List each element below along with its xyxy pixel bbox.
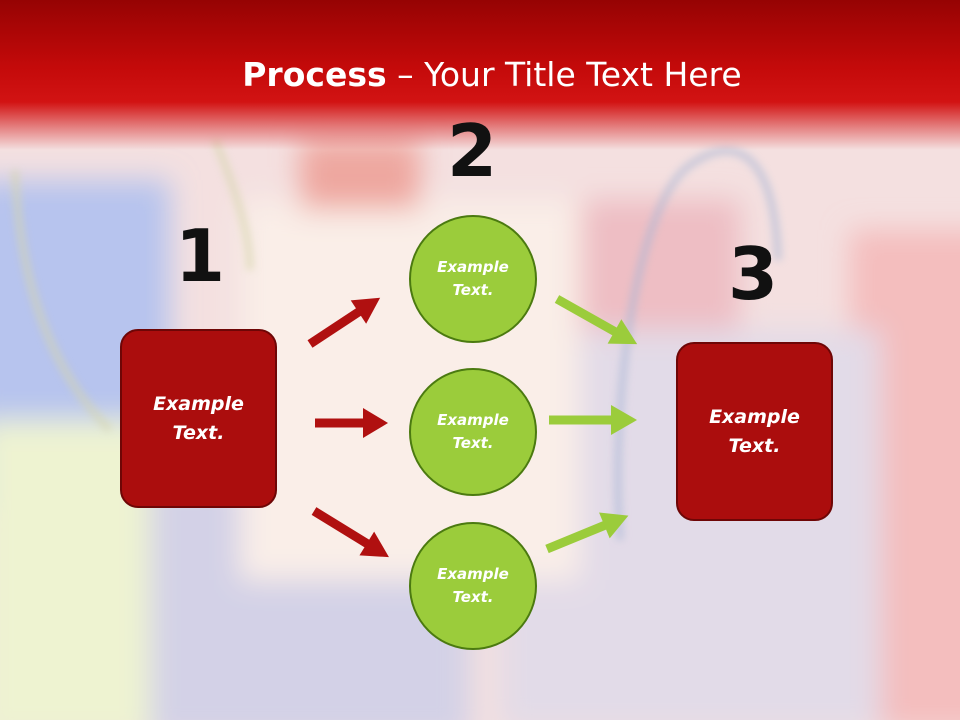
step-1-text-line2: Text. — [172, 421, 225, 444]
green-arrow-up-right-icon — [545, 512, 629, 554]
circle-middle-line2: Text. — [452, 434, 494, 452]
step-3-text-line1: Example — [709, 405, 800, 428]
circle-middle-line1: Example — [437, 411, 509, 429]
step-number-3: 3 — [727, 232, 779, 316]
red-arrow-right-icon — [315, 408, 388, 438]
step-3-text-line2: Text. — [728, 434, 781, 457]
red-arrow-up-right-icon — [307, 297, 381, 348]
step-3-box: Example Text. — [676, 342, 833, 521]
title-bold: Process — [242, 55, 387, 94]
title-bar — [0, 0, 960, 150]
step-2-circle-bottom: Example Text. — [409, 522, 537, 650]
step-2-circle-middle: Example Text. — [409, 368, 537, 496]
step-1-text-line1: Example — [153, 392, 244, 415]
step-number-2: 2 — [446, 109, 498, 193]
circle-bottom-line2: Text. — [452, 588, 494, 606]
circle-top-line2: Text. — [452, 281, 494, 299]
circle-bottom-line1: Example — [437, 565, 509, 583]
step-number-1: 1 — [174, 214, 226, 298]
red-arrow-down-right-icon — [311, 507, 389, 558]
circle-top-line1: Example — [437, 258, 509, 276]
step-2-circle-top: Example Text. — [409, 215, 537, 343]
title-rest: – Your Title Text Here — [386, 55, 742, 94]
step-1-box: Example Text. — [120, 329, 277, 508]
green-arrow-down-right-icon — [554, 295, 638, 345]
green-arrow-right-icon — [549, 405, 637, 435]
page-title: Process – Your Title Text Here — [0, 52, 960, 98]
